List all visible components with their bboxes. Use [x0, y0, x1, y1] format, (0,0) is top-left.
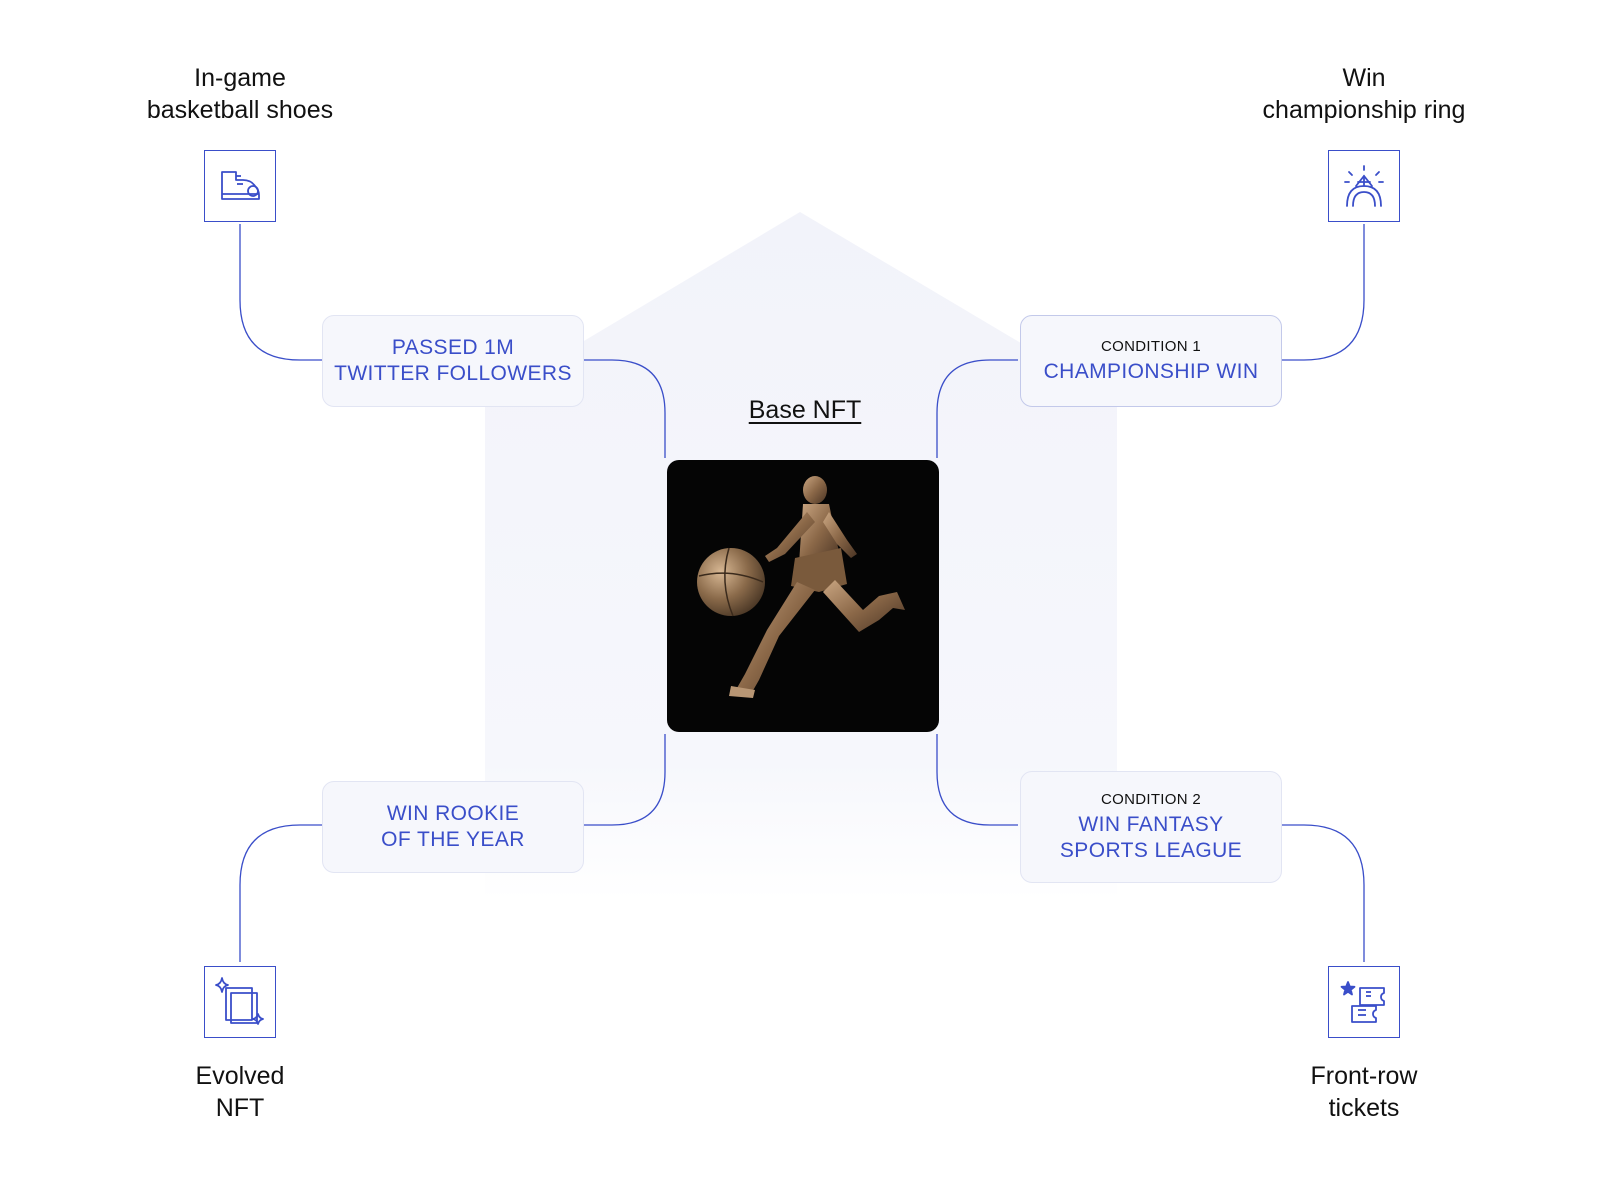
- reward-label-top-left: In-game basketball shoes: [120, 62, 360, 126]
- reward-label-bottom-left-line1: Evolved: [195, 1062, 285, 1090]
- base-nft-image: [667, 460, 939, 732]
- connector-bottom-left-center: [584, 734, 666, 826]
- connector-top-right-reward: [1280, 224, 1365, 361]
- condition-rookie-line1: WIN ROOKIE: [386, 802, 520, 825]
- connector-top-right-center: [936, 359, 1018, 458]
- condition-rookie-line2: OF THE YEAR: [381, 828, 525, 851]
- condition-twitter-line1: PASSED 1M: [391, 336, 515, 359]
- condition-twitter-line2: TWITTER FOLLOWERS: [334, 362, 572, 385]
- condition-fantasy-line1: WIN FANTASY: [1078, 812, 1224, 836]
- evolved-card-icon: [215, 977, 264, 1025]
- tickets-icon: [1340, 981, 1385, 1023]
- condition-1-label: CONDITION 1: [1101, 337, 1201, 355]
- connector-top-left-reward: [239, 224, 323, 361]
- shoe-icon-box: [204, 150, 276, 222]
- reward-label-bottom-left: Evolved NFT: [140, 1060, 340, 1124]
- reward-label-top-left-line2: basketball shoes: [146, 96, 334, 124]
- basketball-player-statue: [697, 476, 905, 698]
- condition-fantasy-league: CONDITION 2 WIN FANTASY SPORTS LEAGUE: [1020, 771, 1282, 883]
- condition-rookie-of-year: WIN ROOKIE OF THE YEAR: [322, 781, 584, 873]
- ring-icon-box: [1328, 150, 1400, 222]
- reward-label-top-right: Win championship ring: [1224, 62, 1504, 126]
- ring-icon: [1344, 165, 1384, 207]
- reward-label-bottom-right: Front-row tickets: [1264, 1060, 1464, 1124]
- condition-fantasy-line2: SPORTS LEAGUE: [1059, 838, 1243, 862]
- reward-label-top-left-line1: In-game: [194, 64, 286, 92]
- reward-label-top-right-line2: championship ring: [1262, 96, 1466, 124]
- base-nft-title: Base NFT: [748, 396, 862, 424]
- tickets-icon-box: [1328, 966, 1400, 1038]
- condition-championship-win: CONDITION 1 CHAMPIONSHIP WIN: [1020, 315, 1282, 407]
- reward-label-top-right-line1: Win: [1342, 64, 1386, 92]
- condition-twitter-followers: PASSED 1M TWITTER FOLLOWERS: [322, 315, 584, 407]
- condition-championship-line1: CHAMPIONSHIP WIN: [1043, 359, 1259, 383]
- condition-2-label: CONDITION 2: [1101, 790, 1201, 808]
- connector-top-left-center: [584, 359, 666, 458]
- reward-label-bottom-right-line1: Front-row: [1310, 1062, 1418, 1090]
- reward-label-bottom-left-line2: NFT: [215, 1094, 265, 1122]
- reward-label-bottom-right-line2: tickets: [1328, 1094, 1400, 1122]
- connector-bottom-left-reward: [239, 824, 323, 962]
- shoe-icon: [221, 171, 260, 200]
- evolved-card-icon-box: [204, 966, 276, 1038]
- connector-bottom-right-center: [936, 734, 1018, 826]
- connector-bottom-right-reward: [1280, 824, 1365, 962]
